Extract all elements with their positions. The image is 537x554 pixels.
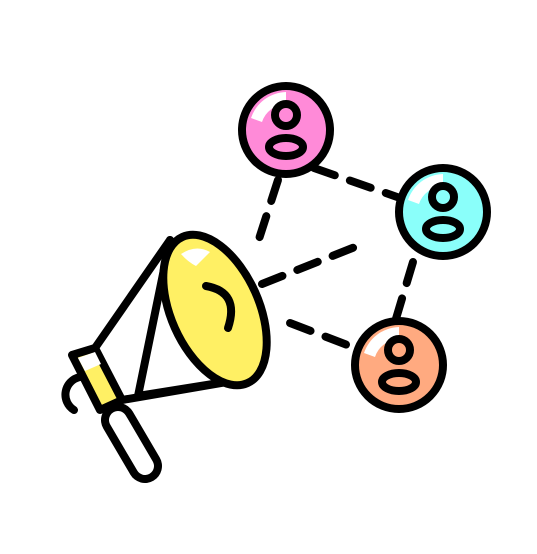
network-connections xyxy=(254,164,417,352)
user-bottom-highlight xyxy=(364,327,399,357)
connection-top-to-megaphone xyxy=(254,176,282,246)
user-right-head xyxy=(428,182,458,212)
megaphone-upper-edge xyxy=(91,236,174,352)
megaphone-back-hook xyxy=(61,373,84,414)
user-top-head xyxy=(271,100,301,130)
user-right-highlight xyxy=(408,174,443,204)
connection-megaphone-to-right xyxy=(258,241,364,288)
megaphone-grip-fill xyxy=(109,411,154,475)
connection-right-to-bottom xyxy=(391,258,417,326)
user-bottom-body xyxy=(378,369,420,395)
user-avatar-bottom xyxy=(351,317,447,413)
megaphone-inner-arc xyxy=(202,282,236,332)
user-top-body xyxy=(265,134,307,160)
megaphone-band-highlight xyxy=(78,352,101,371)
megaphone-mouth xyxy=(159,230,271,390)
connection-megaphone-to-bottom xyxy=(286,319,359,352)
megaphone-mouth-highlight xyxy=(181,248,210,266)
user-top-highlight xyxy=(251,92,286,122)
user-bottom-head xyxy=(384,335,414,365)
user-avatar-top xyxy=(238,82,334,178)
user-avatar-right xyxy=(395,164,491,260)
connection-top-to-right xyxy=(310,164,404,202)
megaphone-icon xyxy=(61,230,271,483)
user-right-body xyxy=(422,216,464,242)
